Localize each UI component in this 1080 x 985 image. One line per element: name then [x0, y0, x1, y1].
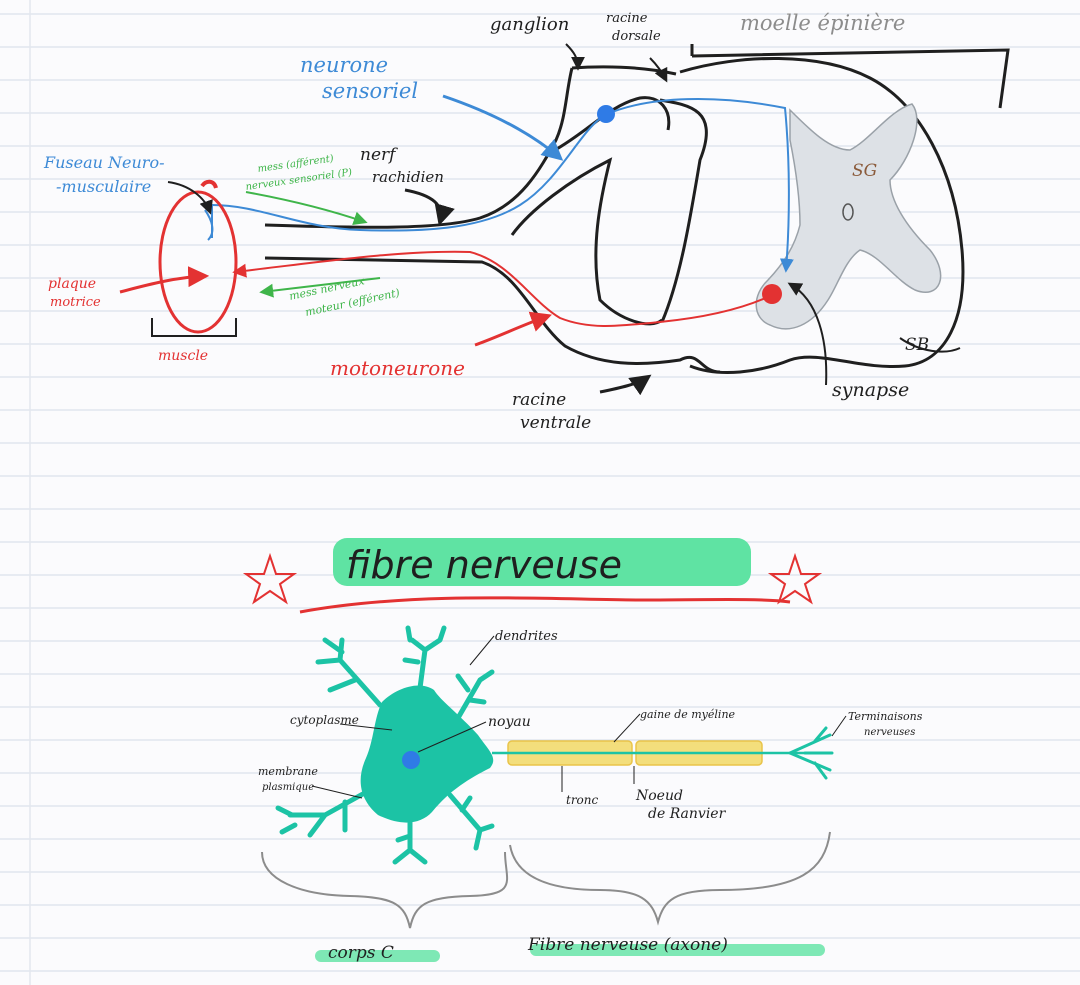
- dorsal-root-arrow: [649, 57, 668, 83]
- white-matter-pointer: [899, 337, 961, 353]
- nucleus-label: noyau: [488, 714, 531, 730]
- cytoplasm-label: cytoplasme: [290, 713, 359, 727]
- ventral-root-label-1: racine: [512, 390, 566, 410]
- ventral-root-arrow: [599, 374, 652, 396]
- terminals-label-1: Terminaisons: [848, 710, 923, 723]
- ventral-root-label-2: ventrale: [520, 413, 591, 433]
- node-label-1: Noeud: [635, 788, 683, 804]
- white-matter-label: SB: [905, 335, 929, 355]
- dendrite-branches: [275, 625, 495, 865]
- cell-body-label: corps C: [328, 943, 394, 963]
- ganglion-label: ganglion: [490, 14, 569, 35]
- spinal-cord-bracket: [690, 44, 1010, 109]
- nerve-fibre-label: Fibre nerveuse (axone): [527, 935, 728, 955]
- motor-plate-label-1: plaque: [48, 276, 96, 292]
- cell-body-highlight: [315, 950, 440, 962]
- star-icon-left: [242, 552, 298, 605]
- axon: [492, 726, 834, 780]
- spindle-label-2: -musculaire: [56, 177, 151, 196]
- sensory-message-arrow: [245, 191, 368, 225]
- sensory-neuron-label-2: sensoriel: [322, 79, 418, 103]
- muscle-fibre: [151, 179, 238, 337]
- motor-plate-arrow: [119, 266, 210, 294]
- nerve-fibre-highlight: [530, 944, 825, 956]
- synapse-label: synapse: [832, 379, 909, 401]
- motoneuron-arrow: [474, 311, 552, 347]
- myelin-pointer: [613, 713, 641, 743]
- terminals-pointer: [831, 715, 847, 737]
- grey-matter-shape: [755, 103, 942, 330]
- fibre-title-block: fibre nerveuse: [242, 538, 823, 614]
- motor-cell-body: [762, 284, 782, 304]
- rachidian-nerve-label-1: nerf: [360, 145, 398, 165]
- neuron-cell: [275, 625, 495, 865]
- spindle-arrow: [167, 181, 213, 215]
- star-icon-right: [767, 552, 823, 605]
- cord-outline: [679, 56, 965, 375]
- motoneuron-label: motoneurone: [330, 356, 465, 380]
- muscle-label: muscle: [158, 348, 208, 364]
- central-canal-circle: [842, 203, 854, 221]
- cell-body: [360, 685, 494, 823]
- cytoplasm-pointer: [339, 723, 393, 731]
- sensory-cell-body: [597, 105, 615, 123]
- motor-message-arrow: [259, 277, 381, 298]
- ganglion-arrow: [565, 43, 585, 71]
- motor-plate-label-2: motrice: [50, 295, 101, 310]
- dendrites-label: dendrites: [495, 629, 558, 644]
- nucleus-dot: [402, 751, 420, 769]
- synapse-arrow: [787, 282, 828, 386]
- grey-matter-label: SG: [852, 161, 877, 181]
- muscle-bracket: [151, 318, 237, 337]
- spinal-cord: [679, 44, 1010, 375]
- axon-terminal-branches: [788, 726, 834, 780]
- spindle-label-1: Fuseau Neuro-: [43, 153, 164, 172]
- membrane-label-1: membrane: [258, 765, 318, 778]
- cell-body-brace: [261, 851, 509, 929]
- rachidian-nerve-arrow: [404, 188, 455, 227]
- node-label-2: de Ranvier: [648, 806, 727, 822]
- sensory-neuron-label-1: neurone: [300, 53, 388, 77]
- dorsal-root-label-1: racine: [606, 11, 648, 26]
- sensory-neuron-arrow: [442, 94, 564, 161]
- section-title: fibre nerveuse: [346, 543, 622, 587]
- nerve-fibre-brace: [509, 831, 831, 926]
- motor-neuron: [232, 250, 782, 327]
- spinal-cord-label: moelle épinière: [740, 11, 905, 35]
- trunk-label: tronc: [566, 793, 599, 807]
- membrane-label-2: plasmique: [262, 782, 314, 793]
- dendrites-pointer: [469, 635, 495, 666]
- terminals-label-2: nerveuses: [864, 727, 915, 738]
- rachidian-nerve-label-2: rachidien: [372, 168, 444, 186]
- myelin-label: gaine de myéline: [640, 708, 736, 721]
- membrane-pointer: [311, 785, 363, 799]
- dorsal-root-label-2: dorsale: [612, 29, 661, 44]
- title-highlight: [333, 538, 751, 586]
- title-underline: [299, 596, 791, 614]
- nucleus-pointer: [417, 721, 487, 753]
- nerve-outline: [264, 65, 721, 374]
